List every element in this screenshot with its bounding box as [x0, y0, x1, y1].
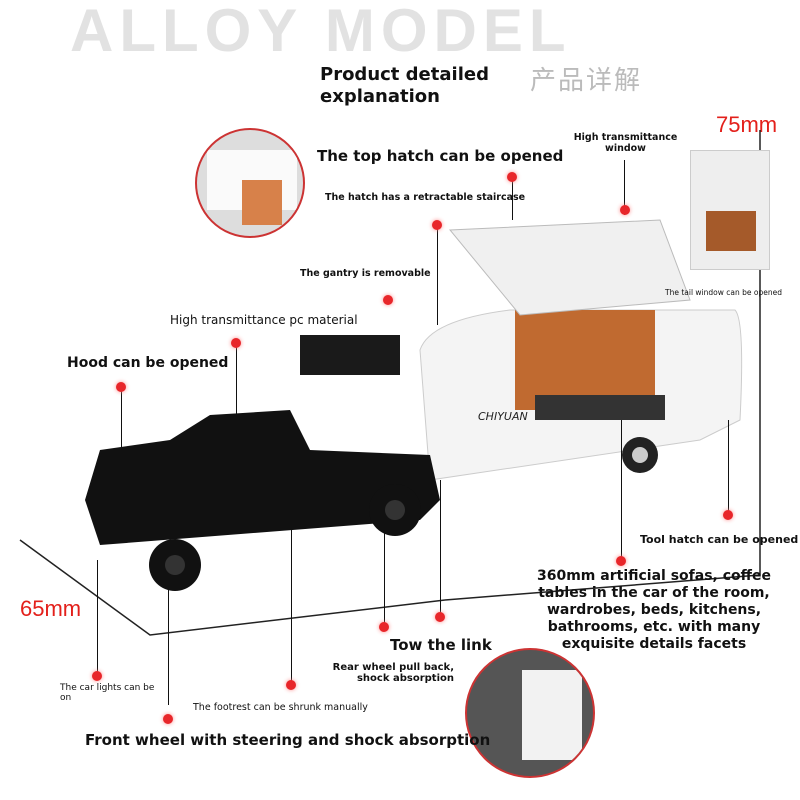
gantry-label: The gantry is removable: [300, 268, 431, 279]
marker-dot: [723, 510, 733, 520]
pc-material-label: High transmittance pc material: [170, 313, 358, 327]
marker-dot: [116, 382, 126, 392]
leader-line: [97, 560, 98, 675]
tow-hitch-detail-image: [465, 648, 595, 778]
marker-dot: [507, 172, 517, 182]
rear-wheel-label: Rear wheel pull back, shock absorption: [332, 662, 454, 684]
window-label: High transmittance window: [573, 132, 678, 154]
marker-dot: [286, 680, 296, 690]
marker-dot: [432, 220, 442, 230]
hood-label: Hood can be opened: [67, 355, 229, 371]
marker-dot: [435, 612, 445, 622]
page-title: Product detailed explanation: [320, 64, 489, 107]
leader-line: [440, 480, 441, 615]
front-wheel-label: Front wheel with steering and shock abso…: [85, 731, 491, 749]
leader-line: [121, 390, 122, 460]
height-dimension: 75mm: [716, 112, 778, 137]
tail-window-detail-image: [690, 150, 770, 270]
width-dimension: 65mm: [20, 596, 82, 621]
tail-window-label: The tail window can be opened: [665, 288, 782, 297]
marker-dot: [92, 671, 102, 681]
leader-line: [437, 225, 438, 325]
chinese-title: 产品详解: [530, 66, 643, 96]
leader-line: [168, 590, 169, 705]
leader-line: [236, 345, 237, 425]
top-hatch-label: The top hatch can be opened: [317, 147, 564, 165]
marker-dot: [163, 714, 173, 724]
staircase-label: The hatch has a retractable staircase: [325, 192, 526, 203]
leader-line: [291, 520, 292, 682]
marker-dot: [379, 622, 389, 632]
tool-hatch-label: Tool hatch can be opened: [640, 533, 799, 546]
brand-logo: CHIYUAN: [478, 410, 528, 423]
truck-image: [85, 335, 440, 591]
leader-line: [384, 520, 385, 625]
leader-line: [728, 420, 729, 515]
leader-line: [624, 160, 625, 215]
leader-line: [512, 180, 513, 220]
trailer-image: CHIYUAN: [419, 219, 743, 481]
marker-dot: [616, 556, 626, 566]
leader-line: [621, 420, 622, 560]
marker-dot: [383, 295, 393, 305]
marker-dot: [231, 338, 241, 348]
interior-label: 360mm artificial sofas, coffee tables in…: [537, 568, 771, 652]
tow-label: Tow the link: [390, 636, 492, 654]
marker-dot: [620, 205, 630, 215]
background-watermark: ALLOY MODEL: [70, 0, 572, 62]
footrest-label: The footrest can be shrunk manually: [193, 702, 368, 713]
staircase-detail-image: [195, 128, 305, 238]
lights-label: The car lights can be on: [60, 683, 155, 703]
